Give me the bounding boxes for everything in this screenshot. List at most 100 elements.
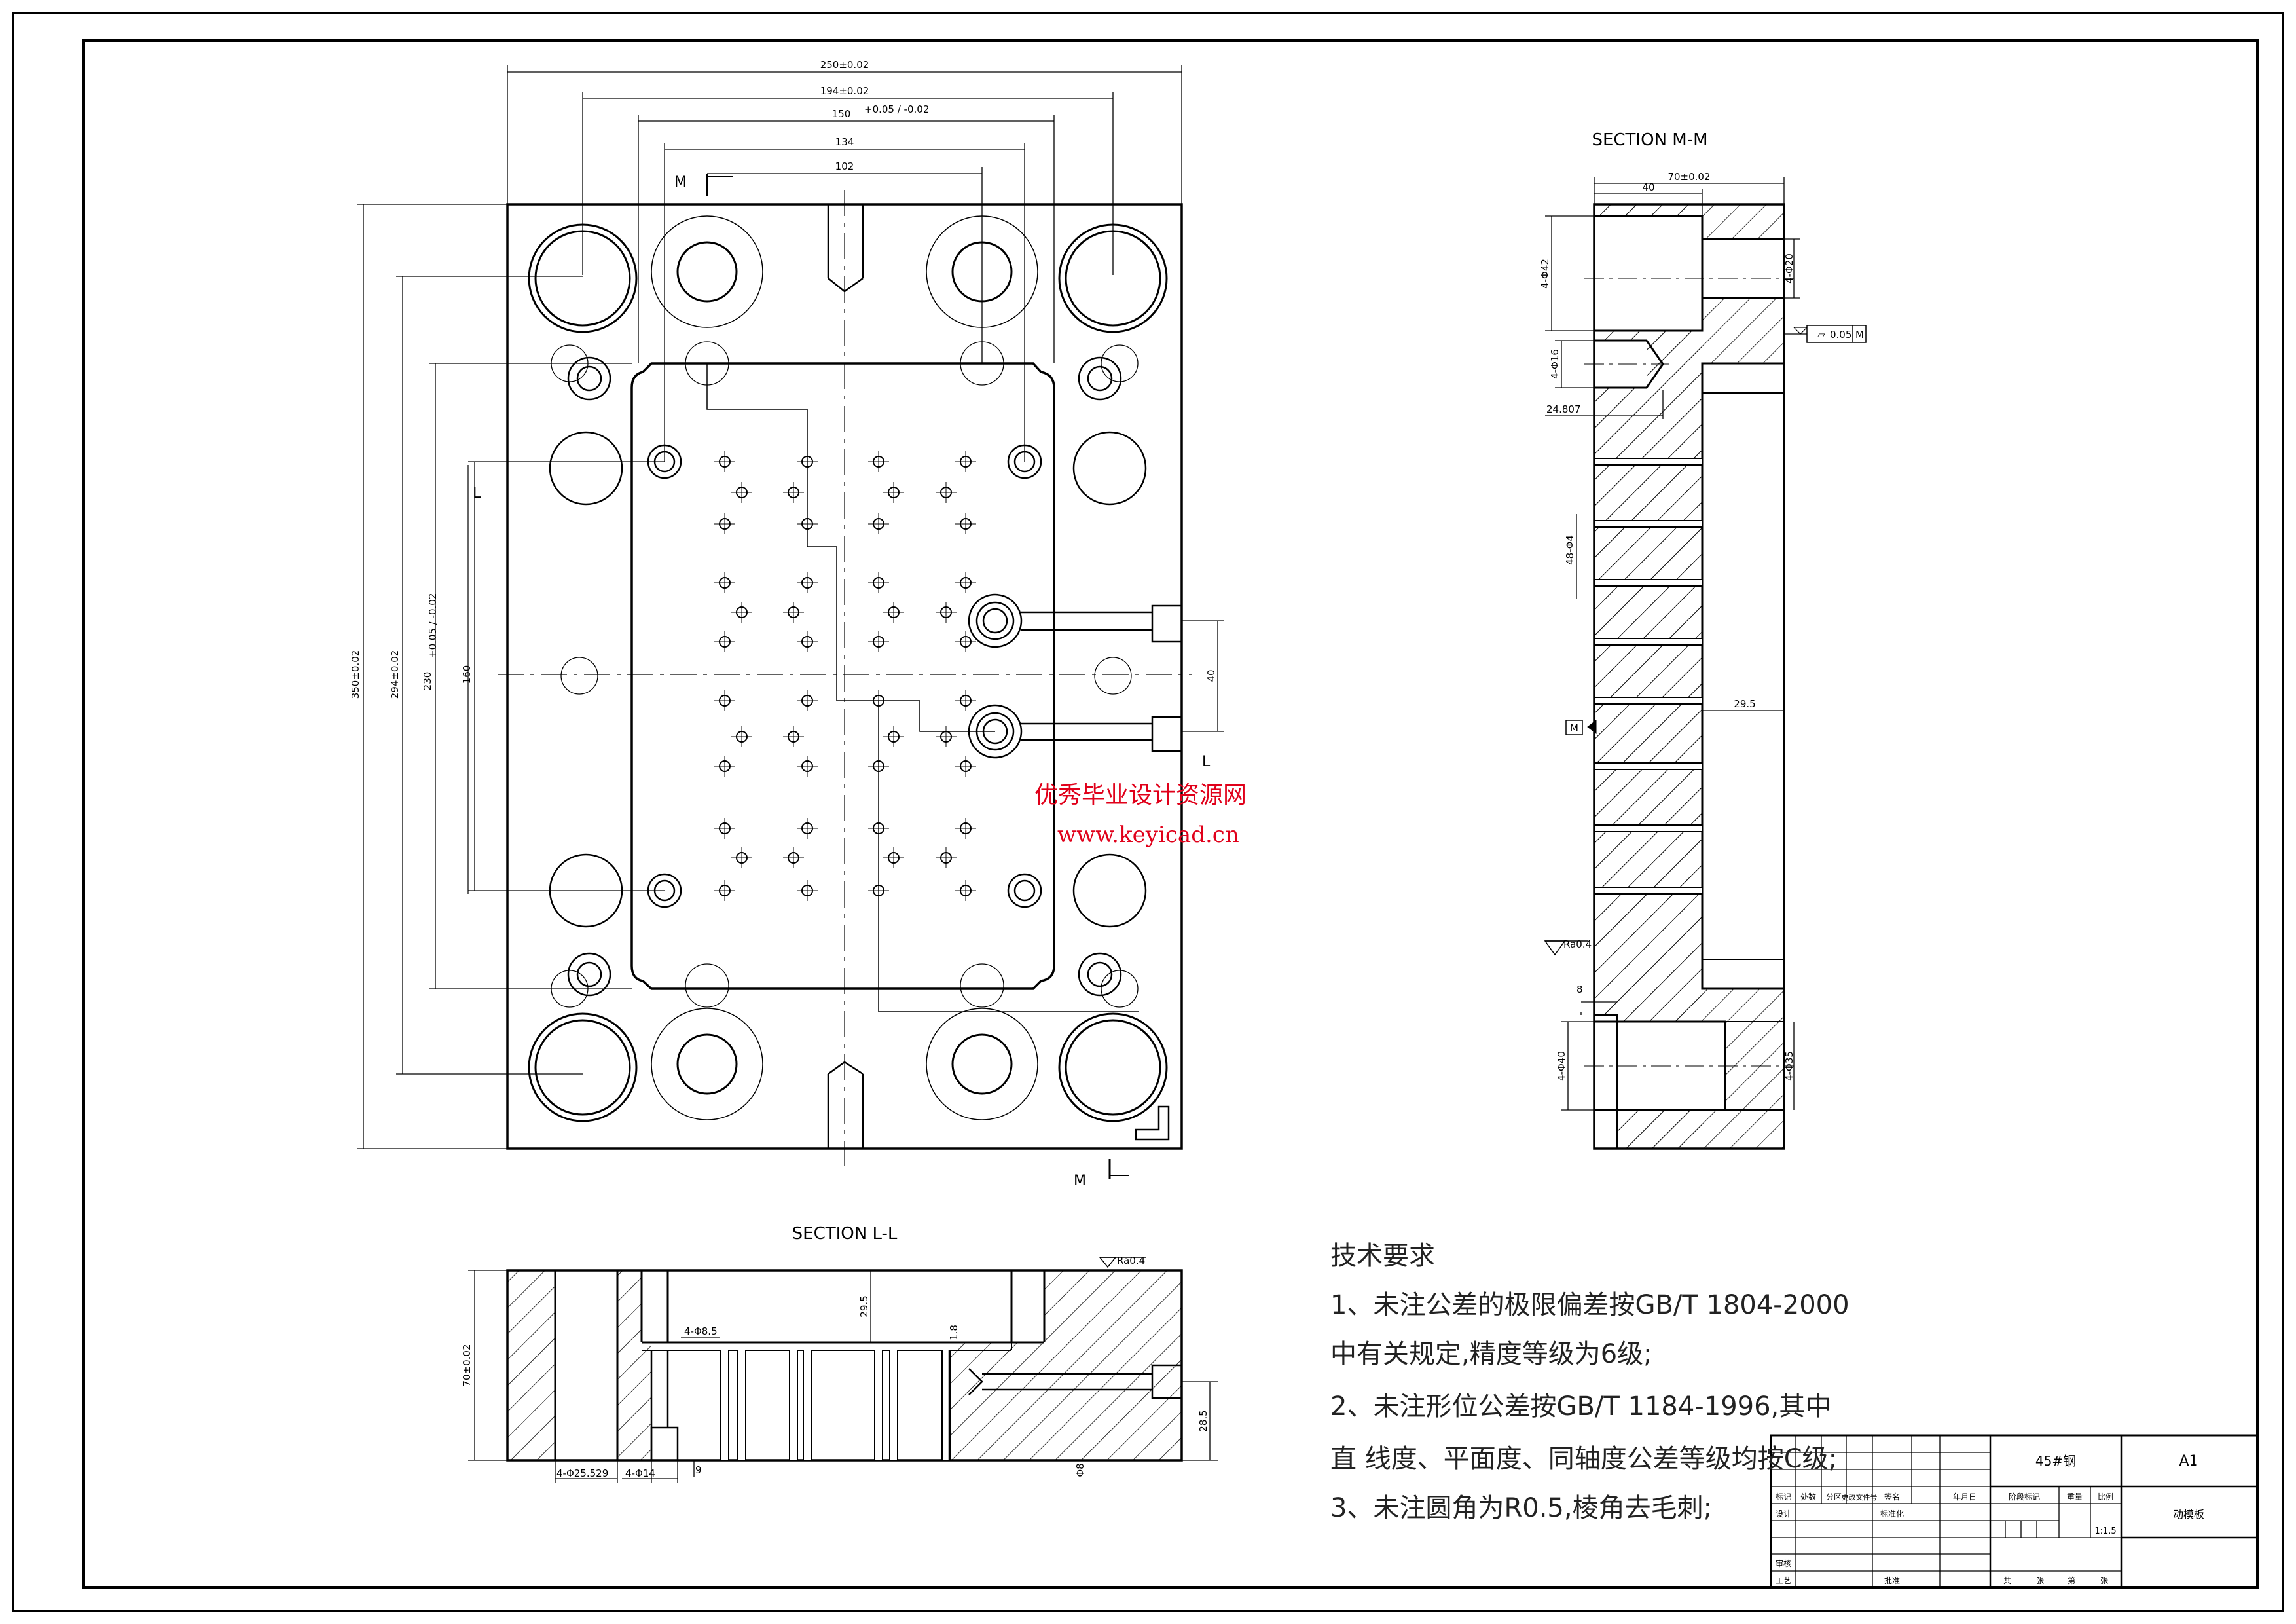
ejector-pin-hole	[783, 726, 804, 747]
section-ll-title: SECTION L-L	[792, 1224, 898, 1244]
dim-y-160: 160	[461, 665, 473, 684]
watermark-cn: 优秀毕业设计资源网	[1034, 782, 1247, 809]
mm-dim-8: 8	[1576, 984, 1583, 995]
ejector-holes-ll	[720, 1350, 951, 1460]
section-mm-title: SECTION M-M	[1592, 130, 1707, 150]
ejector-hole-band	[1595, 580, 1702, 586]
ejector-hole-ll	[942, 1350, 950, 1460]
tb-scale: 1:1.5	[2094, 1526, 2116, 1536]
ejector-pin-hole	[731, 602, 752, 623]
ll-dim-28-5: 28.5	[1197, 1410, 1209, 1431]
ejector-hole-band	[1595, 638, 1702, 645]
ejector-pin-hole	[955, 880, 976, 901]
ejector-hole-band	[1595, 697, 1702, 704]
requirement-line-4: 直 线度、平面度、同轴度公差等级均按C级;	[1330, 1444, 1838, 1474]
mm-dim-24-807: 24.807	[1546, 403, 1581, 415]
corner-bores	[528, 223, 1168, 1122]
ejector-pin-hole	[955, 756, 976, 777]
ll-dim-d25-529: 4-Φ25.529	[556, 1467, 608, 1479]
ll-roughness: Ra0.4	[1117, 1255, 1145, 1266]
ejector-pin-hole	[868, 631, 889, 652]
mm-datum-label: M	[1570, 722, 1578, 734]
requirement-line-5: 3、未注圆角为R0.5,棱角去毛刺;	[1330, 1493, 1713, 1523]
tb-approve: 批准	[1884, 1576, 1900, 1585]
tb-material: 45#钢	[2035, 1453, 2076, 1469]
ejector-hole-ll	[790, 1350, 797, 1460]
tb-row-sign: 签名	[1884, 1492, 1900, 1502]
ejector-pin-hole	[731, 847, 752, 868]
ejector-pin-hole	[868, 572, 889, 593]
cooling-channels	[968, 593, 1183, 759]
tb-sheet2: 张	[2100, 1576, 2108, 1585]
dim-overall-height: 350±0.02	[350, 650, 361, 699]
tb-weight: 重量	[2067, 1492, 2083, 1502]
ejector-pin-hole	[783, 847, 804, 868]
ejector-pin-grid	[714, 451, 976, 901]
dim-pin-spacing-y: 294±0.02	[389, 650, 401, 699]
ejector-pin-hole	[883, 726, 904, 747]
ejector-hole-ll	[875, 1350, 883, 1460]
mm-dim-d42: 4-Φ42	[1539, 259, 1551, 289]
requirements-title: 技术要求	[1330, 1241, 1435, 1271]
watermark-url: www.keyicad.cn	[1057, 822, 1239, 848]
ejector-pin-hole	[797, 631, 818, 652]
ejector-pin-hole	[955, 513, 976, 534]
tb-review: 审核	[1776, 1559, 1791, 1568]
tb-row-date: 年月日	[1953, 1492, 1977, 1502]
ejector-pin-hole	[936, 602, 957, 623]
ejector-hole-ll	[803, 1350, 811, 1460]
section-path	[706, 363, 995, 732]
ejector-pin-hole	[731, 726, 752, 747]
tb-standard: 标准化	[1880, 1509, 1904, 1519]
ejector-pin-hole	[868, 451, 889, 472]
ejector-hole-band	[1595, 763, 1702, 769]
ejector-pin-hole	[936, 726, 957, 747]
ejector-pin-hole	[783, 602, 804, 623]
mm-dim-depth-40: 40	[1642, 181, 1654, 193]
mm-dimensions	[1545, 177, 1800, 1111]
ejector-pin-hole	[883, 602, 904, 623]
ejector-pin-hole	[868, 513, 889, 534]
mm-flatness-value: 0.05	[1830, 329, 1851, 341]
mm-roughness: Ra0.4	[1563, 938, 1592, 950]
tb-page: 第	[2068, 1576, 2075, 1585]
ejector-holes-mm	[1595, 458, 1702, 895]
mm-dim-29-5: 29.5	[1734, 698, 1755, 710]
ejector-pin-hole	[868, 880, 889, 901]
ejector-pin-hole	[797, 756, 818, 777]
ejector-pin-hole	[797, 451, 818, 472]
mm-dim-d48-4: 48-Φ4	[1564, 535, 1576, 565]
dim-y-40: 40	[1205, 669, 1217, 682]
dim-inner-y-tol: +0.05 / -0.02	[427, 593, 439, 658]
ejector-pin-hole	[868, 690, 889, 711]
ll-dim-thickness: 70±0.02	[461, 1344, 473, 1386]
ejector-pin-hole	[955, 451, 976, 472]
ejector-pin-hole	[714, 690, 735, 711]
ejector-pin-hole	[883, 847, 904, 868]
ejector-hole-ll	[738, 1350, 746, 1460]
ejector-pin-hole	[936, 482, 957, 503]
ejector-pin-hole	[797, 572, 818, 593]
mm-dim-d20: 4-Φ20	[1783, 253, 1795, 284]
tb-stage-mark: 阶段标记	[2009, 1492, 2040, 1502]
ejector-hole-band	[1595, 825, 1702, 832]
ejector-pin-hole	[714, 572, 735, 593]
ejector-pin-hole	[868, 756, 889, 777]
dim-inner-x-tol: +0.05 / -0.02	[864, 103, 929, 115]
section-mm-view	[1544, 203, 1867, 1150]
tb-process: 工艺	[1776, 1576, 1791, 1585]
tb-row-count: 处数	[1800, 1492, 1816, 1502]
ejector-pin-hole	[955, 818, 976, 839]
ejector-pin-hole	[714, 880, 735, 901]
tb-total: 共	[2003, 1576, 2011, 1585]
ll-dim-9: 9	[695, 1464, 702, 1476]
ejector-pin-hole	[714, 513, 735, 534]
cut-label-m-bottom: M	[1074, 1173, 1086, 1189]
ejector-pin-hole	[955, 690, 976, 711]
dim-offset-102: 102	[835, 160, 854, 172]
plan-dimensions	[357, 65, 1224, 1149]
pocket-outline	[630, 362, 1055, 990]
ejector-hole-band	[1595, 521, 1702, 527]
small-bores	[567, 356, 1122, 997]
